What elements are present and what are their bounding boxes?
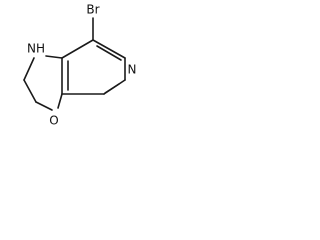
bond-aromatic-top: [92, 39, 126, 59]
bond-aromatic-right-bottom-inner: [104, 83, 120, 94]
bond-ch2-to-ch2: [23, 79, 37, 103]
atom-label-bromine: Br: [86, 3, 99, 17]
atom-label-nitrogen-ring: N: [128, 63, 137, 77]
bond-aromatic-top-left: [61, 39, 94, 59]
bond-o-to-ring: [57, 93, 63, 109]
chemical-structure-diagram: Br NH N O: [23, 3, 137, 128]
bond-aromatic-top-inner: [96, 45, 122, 61]
bond-nh-to-ch2: [23, 57, 35, 81]
bond-ch2-to-o: [35, 101, 53, 111]
bond-nh-to-ring: [45, 55, 63, 59]
atom-label-oxygen: O: [49, 114, 58, 128]
atom-label-nitrogen-nh: NH: [27, 42, 45, 56]
chemical-structure-canvas: Br NH N O: [0, 0, 150, 138]
